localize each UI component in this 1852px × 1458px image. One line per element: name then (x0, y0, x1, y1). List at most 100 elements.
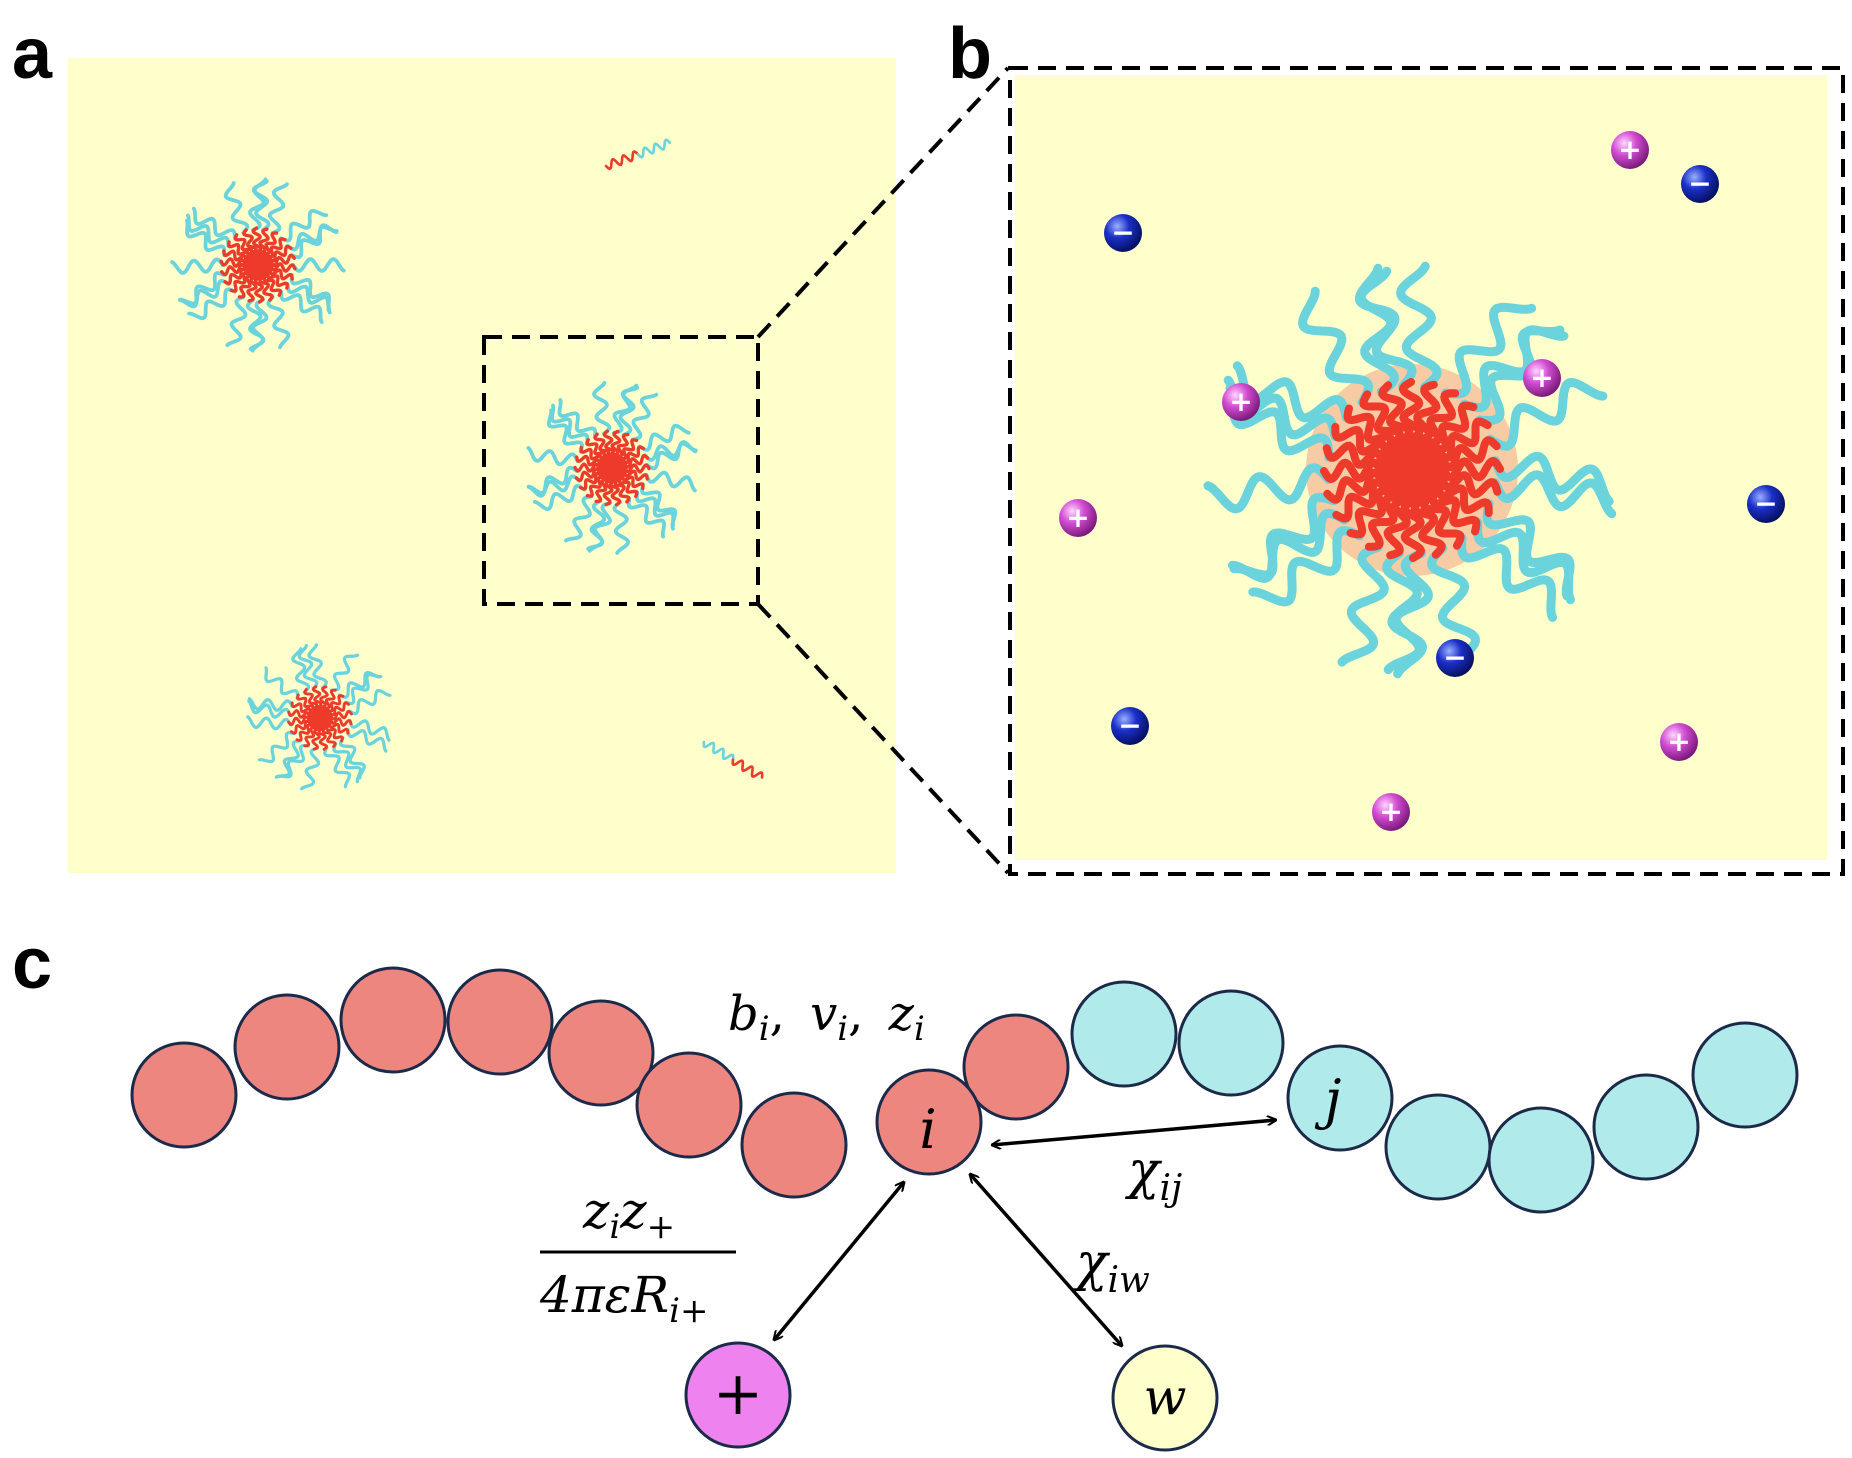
hydrophilic-block (526, 446, 580, 467)
hydrophilic-block (526, 465, 579, 495)
hydrophilic-block (290, 225, 339, 259)
hydrophilic-block (630, 392, 659, 442)
anion-sphere (1747, 485, 1785, 523)
hydrophilic-block (546, 408, 584, 454)
hydrophobic-bead (635, 1051, 743, 1159)
hydrophilic-block (1441, 302, 1537, 399)
hydrophilic-block (338, 670, 381, 699)
hydrophilic-block (170, 257, 225, 275)
anion-ion: − (1111, 707, 1149, 745)
hydrophilic-block (332, 742, 363, 784)
hydrophilic-block (1427, 543, 1481, 673)
panel-a-zoom-box (482, 335, 760, 606)
free-chain-top (604, 138, 672, 171)
cation-ion: + (1372, 793, 1410, 831)
hydrophilic-block (246, 715, 293, 731)
bead-chain (130, 966, 1799, 1214)
free-chain-block (702, 740, 735, 762)
cation-ion: + (1523, 359, 1561, 397)
free-chain-block (604, 150, 640, 171)
zoom-connector-top (756, 66, 1010, 339)
hydrophilic-block (191, 206, 237, 241)
cation-sphere (1222, 383, 1260, 421)
water-bead-label: w (1144, 1368, 1187, 1426)
hydrophilic-block (225, 295, 248, 348)
hydrophilic-block (275, 743, 310, 779)
cation-ion: + (1222, 383, 1260, 421)
zoom-connector-bottom (756, 602, 1010, 875)
hydrophilic-block (1248, 526, 1365, 607)
plus-sign: + (1229, 385, 1252, 418)
cation-bead (684, 1341, 792, 1449)
hydrophilic-block (557, 398, 598, 440)
minus-sign: − (1443, 641, 1466, 674)
hydrophilic-block (185, 218, 227, 257)
hydrophilic-block (178, 278, 231, 309)
hydrophilic-block (257, 731, 296, 764)
hydrophilic-block (178, 271, 226, 306)
hydrophilic-bead (1592, 1073, 1700, 1181)
hydrophilic-block (640, 482, 678, 528)
hydrophilic-block (1337, 542, 1389, 667)
micelle-top-left (170, 177, 346, 353)
hydrophilic-block (587, 499, 607, 553)
cation-sphere (1523, 359, 1561, 397)
hydrophilic-block (289, 273, 332, 312)
chi-ij-label: χij (1124, 1141, 1182, 1209)
hydrophilic-block (247, 697, 294, 712)
plus-sign: + (1066, 501, 1089, 534)
plus-sign: + (1667, 725, 1690, 758)
hydrophilic-block (323, 745, 352, 789)
hydrophilic-block (592, 381, 612, 436)
bead-i (875, 1068, 983, 1176)
hydrophilic-block (526, 474, 581, 498)
minus-sign: − (1688, 167, 1711, 200)
hydrophilic-block (291, 647, 311, 694)
hydrophilic-bead (1691, 1021, 1799, 1129)
hydrophobic-bead (446, 968, 554, 1076)
anion-sphere (1111, 707, 1149, 745)
hydrophilic-block (1203, 463, 1333, 514)
anion-ion: − (1104, 214, 1142, 252)
anion-sphere (1104, 214, 1142, 252)
plus-sign: + (1530, 361, 1553, 394)
hydrophilic-bead (1177, 989, 1285, 1097)
minus-sign: − (1118, 709, 1141, 742)
hydrophilic-block (279, 289, 324, 324)
free-chain-block (731, 758, 764, 779)
hydrophilic-block (644, 470, 697, 493)
hydrophilic-block (1475, 325, 1565, 426)
hydrophilic-block (264, 666, 300, 700)
cation-sphere (1611, 131, 1649, 169)
panel-c-label: c (12, 924, 52, 1004)
hydrophobic-bead (339, 966, 447, 1074)
hydrophobic-bead (130, 1041, 238, 1149)
plus-sign: + (1618, 133, 1641, 166)
hydrophobic-bead (962, 1013, 1070, 1121)
hydrophilic-block (645, 441, 698, 471)
hydrophilic-block (618, 383, 639, 437)
hydrophilic-block (533, 483, 586, 512)
free-chain-bottom (702, 740, 764, 779)
micelle-core-center (604, 460, 620, 476)
hydrophilic-block (550, 403, 590, 446)
hydrophilic-block (285, 282, 332, 315)
cation-bead-symbol: + (713, 1359, 763, 1429)
cation-sphere (1372, 793, 1410, 831)
coulomb-denominator: 4πεRi+ (539, 1266, 709, 1331)
hydrophobic-bead (547, 999, 655, 1107)
anion-ion: − (1436, 639, 1474, 677)
panel-b-zoomed-micelle: +−−+++−−−++ (1059, 131, 1785, 831)
coulomb-numerator: ziz+ (582, 1182, 675, 1247)
hydrophilic-block (297, 643, 319, 691)
hydrophilic-block (279, 209, 329, 243)
hydrophilic-bead (1070, 980, 1178, 1088)
minus-sign: − (1111, 216, 1134, 249)
hydrophilic-block (635, 490, 676, 531)
hydrophilic-block (291, 257, 346, 273)
cation-sphere (1660, 723, 1698, 761)
hydrophilic-block (187, 287, 237, 321)
anion-sphere (1436, 639, 1474, 677)
micelle-core-center (1394, 452, 1430, 488)
